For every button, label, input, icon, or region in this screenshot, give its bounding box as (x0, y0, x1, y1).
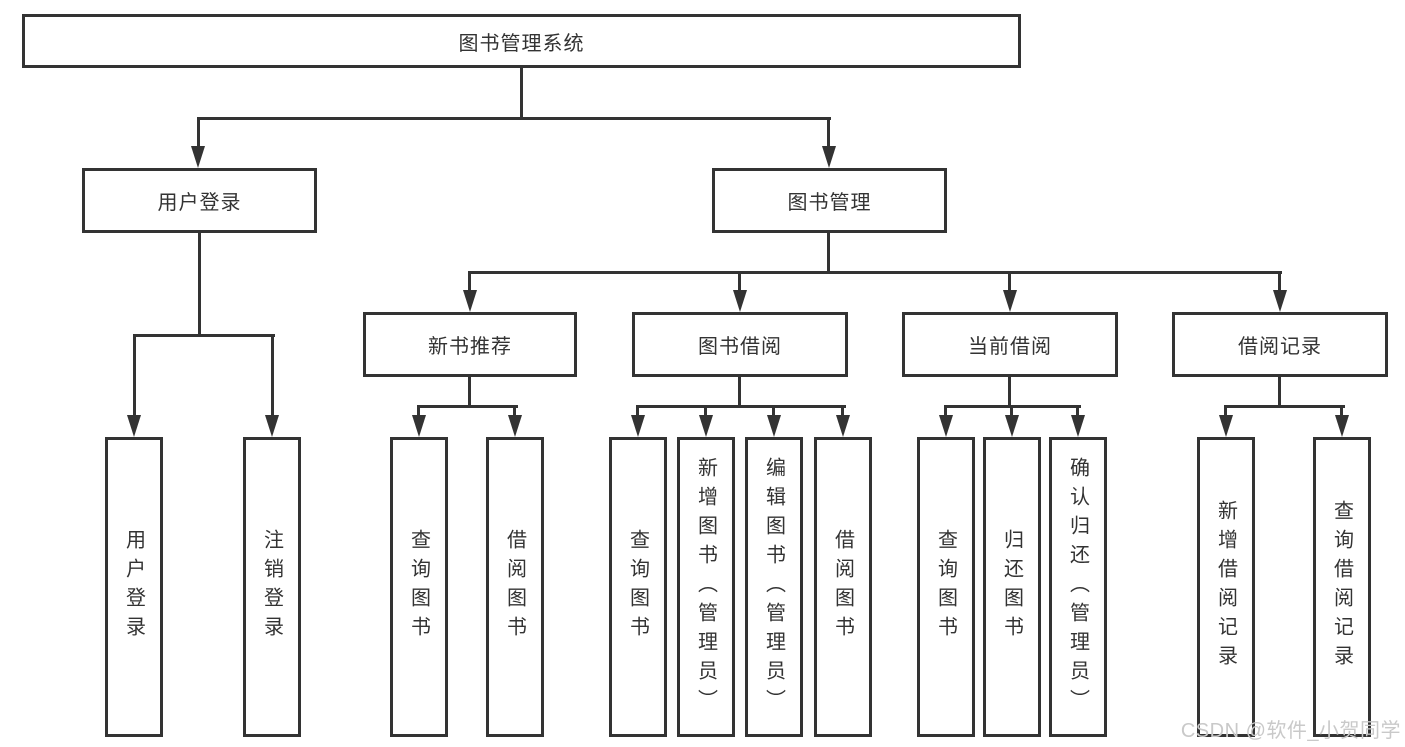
arrow-down-icon (1003, 290, 1017, 312)
leaf-query-books-current: 查询图书 (917, 437, 975, 737)
connector-line (827, 233, 830, 274)
arrow-down-icon (265, 415, 279, 437)
arrow-down-icon (412, 415, 426, 437)
leaf-user-login: 用户登录 (105, 437, 163, 737)
arrow-down-icon (822, 146, 836, 168)
arrow-down-icon (508, 415, 522, 437)
connector-line (271, 334, 274, 417)
connector-line (841, 405, 844, 417)
node-book-borrowing: 图书借阅 (632, 312, 848, 377)
leaf-return-books: 归还图书 (983, 437, 1041, 737)
leaf-add-books-admin: 新增图书（管理员） (677, 437, 735, 737)
connector-line (636, 405, 639, 417)
node-book-management: 图书管理 (712, 168, 947, 233)
connector-line (417, 405, 420, 417)
connector-line (468, 271, 471, 292)
arrow-down-icon (836, 415, 850, 437)
node-current-borrowing: 当前借阅 (902, 312, 1118, 377)
connector-line (1340, 405, 1343, 417)
connector-line (468, 377, 471, 408)
node-new-book-recommendation: 新书推荐 (363, 312, 577, 377)
connector-line (468, 271, 1282, 274)
connector-line (1076, 405, 1079, 417)
connector-line (1010, 405, 1013, 417)
leaf-borrow-books-recommendation: 借阅图书 (486, 437, 544, 737)
arrow-down-icon (1219, 415, 1233, 437)
arrow-down-icon (1273, 290, 1287, 312)
leaf-confirm-return-admin: 确认归还（管理员） (1049, 437, 1107, 737)
arrow-down-icon (1005, 415, 1019, 437)
connector-line (520, 68, 523, 118)
connector-line (738, 377, 741, 408)
arrow-down-icon (939, 415, 953, 437)
connector-line (513, 405, 516, 417)
connector-line (133, 334, 275, 337)
connector-line (198, 233, 201, 335)
leaf-query-books-borrowing: 查询图书 (609, 437, 667, 737)
leaf-query-borrow-record: 查询借阅记录 (1313, 437, 1371, 737)
leaf-query-books-recommendation: 查询图书 (390, 437, 448, 737)
arrow-down-icon (463, 290, 477, 312)
connector-line (827, 117, 830, 148)
arrow-down-icon (127, 415, 141, 437)
connector-line (197, 117, 831, 120)
connector-line (944, 405, 947, 417)
arrow-down-icon (767, 415, 781, 437)
arrow-down-icon (1071, 415, 1085, 437)
connector-line (1008, 271, 1011, 292)
connector-line (636, 405, 846, 408)
node-user-login: 用户登录 (82, 168, 317, 233)
leaf-add-borrow-record: 新增借阅记录 (1197, 437, 1255, 737)
connector-line (738, 271, 741, 292)
node-library-management-system: 图书管理系统 (22, 14, 1021, 68)
connector-line (197, 117, 200, 148)
connector-line (1278, 271, 1281, 292)
leaf-borrow-books-borrowing: 借阅图书 (814, 437, 872, 737)
connector-line (1008, 377, 1011, 408)
arrow-down-icon (1335, 415, 1349, 437)
leaf-edit-books-admin: 编辑图书（管理员） (745, 437, 803, 737)
arrow-down-icon (699, 415, 713, 437)
node-borrowing-records: 借阅记录 (1172, 312, 1388, 377)
connector-line (417, 405, 518, 408)
arrow-down-icon (631, 415, 645, 437)
connector-line (133, 334, 136, 417)
leaf-logout: 注销登录 (243, 437, 301, 737)
csdn-watermark: CSDN @软件_小贺同学 (1180, 720, 1401, 742)
connector-line (704, 405, 707, 417)
connector-line (1224, 405, 1227, 417)
connector-line (772, 405, 775, 417)
connector-line (1224, 405, 1345, 408)
arrow-down-icon (733, 290, 747, 312)
arrow-down-icon (191, 146, 205, 168)
connector-line (1278, 377, 1281, 408)
